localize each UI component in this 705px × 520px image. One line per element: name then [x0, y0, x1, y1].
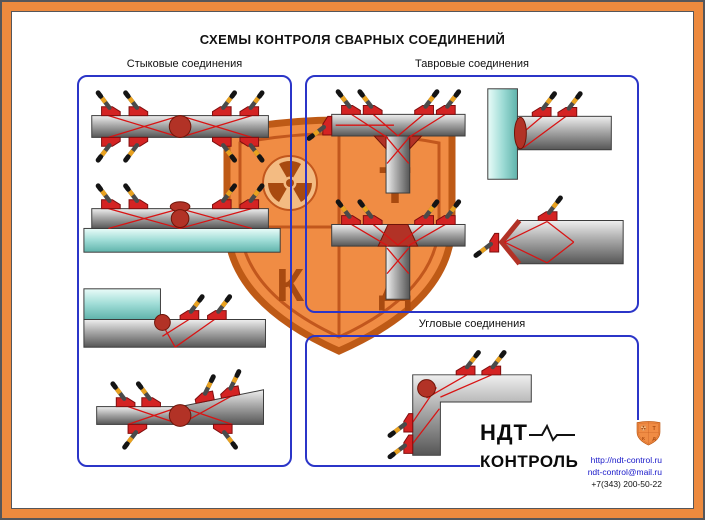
- transducer-icon: [476, 233, 499, 255]
- brand-name-bottom: КОНТРОЛЬ: [480, 452, 579, 471]
- transducer-icon: [126, 137, 148, 160]
- cyan-web: [487, 88, 518, 180]
- steel-plate: [83, 319, 266, 348]
- brand-name-top: НДТ: [480, 420, 528, 445]
- steel-web: [385, 135, 411, 194]
- butt-scheme-thickness-transition: [83, 288, 266, 348]
- company-logo-block: НДТ КОНТРОЛЬ http://ndt-control.ru ndt-c…: [480, 420, 662, 508]
- weld-seam: [498, 218, 522, 266]
- weld-seam: [168, 404, 192, 427]
- transducer-icon: [98, 93, 120, 116]
- transducer-icon: [390, 435, 413, 457]
- cyan-plate: [83, 227, 281, 253]
- transducer-icon: [338, 92, 360, 115]
- transducer-icon: [125, 424, 147, 447]
- butt-joints-diagram: [83, 77, 281, 465]
- transducer-icon: [532, 94, 554, 117]
- tee-scheme-fillet: [309, 92, 466, 194]
- transducer-icon: [98, 186, 120, 209]
- steel-web: [385, 245, 411, 300]
- corner-scheme: [390, 353, 532, 457]
- weld-seam: [417, 379, 436, 398]
- transducer-icon: [180, 297, 202, 320]
- website-text: http://ndt-control.ru: [590, 455, 662, 465]
- transducer-icon: [113, 384, 135, 407]
- poster-content: СХЕМЫ КОНТРОЛЯ СВАРНЫХ СОЕДИНЕНИЙ Стыков…: [11, 11, 694, 509]
- phone-text: +7(343) 200-50-22: [591, 479, 662, 489]
- transducer-icon: [240, 137, 262, 160]
- butt-scheme-equal-thickness: [91, 93, 269, 160]
- weld-seam: [170, 209, 190, 228]
- transducer-icon: [126, 93, 148, 116]
- contact-block: http://ndt-control.ru ndt-control@mail.r…: [588, 420, 662, 508]
- tee-joints-panel: [305, 75, 639, 313]
- transducer-icon: [338, 202, 360, 225]
- pulse-icon: [529, 423, 575, 442]
- butt-joints-label: Стыковые соединения: [126, 58, 243, 70]
- butt-joints-panel: [77, 75, 292, 467]
- transducer-icon: [482, 353, 504, 375]
- transducer-icon: [126, 186, 148, 209]
- tee-joints-diagram: [307, 88, 624, 300]
- transducer-icon: [538, 198, 560, 221]
- transducer-icon: [390, 414, 413, 436]
- transducer-icon: [309, 116, 332, 138]
- ultrasound-beams: [108, 114, 252, 138]
- transducer-icon: [98, 137, 120, 160]
- corner-joints-label: Угловые соединения: [418, 318, 526, 330]
- butt-scheme-with-backing: [83, 186, 281, 253]
- weld-seam: [377, 223, 419, 247]
- transducer-icon: [212, 93, 234, 116]
- weld-seam: [373, 135, 387, 151]
- transducer-icon: [415, 92, 437, 115]
- transducer-icon: [456, 353, 478, 375]
- butt-scheme-tapered: [96, 372, 264, 448]
- steel-plate-beveled: [501, 220, 624, 265]
- transducer-icon: [436, 202, 458, 225]
- transducer-icon: [240, 93, 262, 116]
- corner-plates: [412, 374, 532, 456]
- ultrasound-beams: [351, 223, 446, 275]
- logo-shield-icon: [636, 421, 661, 446]
- transducer-icon: [415, 202, 437, 225]
- tee-scheme-cyan-web: [487, 88, 612, 180]
- corner-joints-diagram: [307, 337, 532, 465]
- weld-seam: [168, 115, 192, 138]
- ultrasound-beams: [108, 208, 252, 230]
- cyan-plate: [83, 288, 161, 320]
- weld-seam: [154, 314, 171, 331]
- transducer-icon: [192, 377, 218, 404]
- transducer-icon: [217, 372, 243, 399]
- transducer-icon: [436, 92, 458, 115]
- email-text: ndt-control@mail.ru: [587, 467, 662, 477]
- transducer-icon: [208, 297, 230, 320]
- transducer-icon: [138, 384, 160, 407]
- corner-joints-panel: [305, 335, 639, 467]
- transducer-icon: [558, 94, 580, 117]
- transducer-icon: [212, 186, 234, 209]
- transducer-icon: [212, 137, 234, 160]
- tee-scheme-full-penetration: [331, 202, 466, 300]
- steel-plate: [96, 406, 181, 425]
- transducer-icon: [360, 202, 382, 225]
- tee-scheme-beveled-end: [476, 198, 624, 266]
- transducer-icon: [360, 92, 382, 115]
- tee-joints-label: Тавровые соединения: [415, 58, 529, 70]
- transducer-icon: [213, 424, 235, 447]
- transducer-icon: [240, 186, 262, 209]
- weld-seam: [513, 116, 527, 150]
- brand-text: НДТ КОНТРОЛЬ: [480, 420, 578, 508]
- ultrasound-beams: [335, 113, 446, 164]
- weld-seam: [409, 135, 423, 151]
- steel-plate: [516, 115, 612, 151]
- ultrasound-beams: [504, 220, 575, 264]
- page-title: СХЕМЫ КОНТРОЛЯ СВАРНЫХ СОЕДИНЕНИЙ: [199, 32, 506, 47]
